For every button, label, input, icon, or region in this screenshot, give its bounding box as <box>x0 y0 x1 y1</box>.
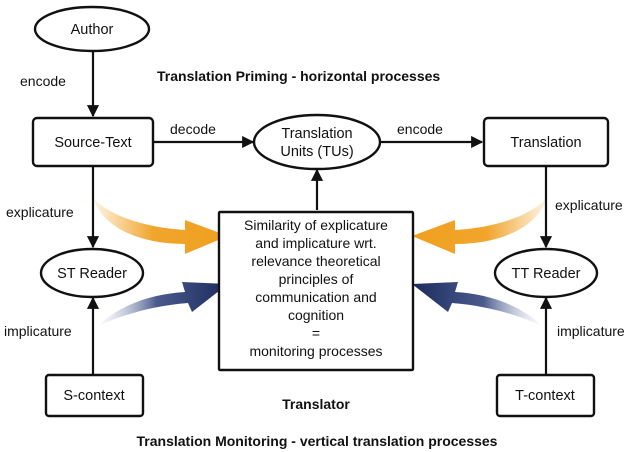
node-author-label: Author <box>71 22 114 38</box>
node-translation-label: Translation <box>510 135 581 151</box>
node-tt-reader-label: TT Reader <box>511 266 580 282</box>
label-encode-right: encode <box>397 121 443 137</box>
label-encode-left: encode <box>20 73 66 89</box>
title-priming: Translation Priming - horizontal process… <box>157 68 440 84</box>
monitoring-box: Similarity of explicature and implicatur… <box>217 210 415 372</box>
implicature-arrow-right <box>412 282 542 326</box>
node-author: Author <box>33 5 151 53</box>
node-source-text: Source-Text <box>31 116 155 168</box>
monitoring-line-7: = <box>312 325 320 341</box>
node-t-context-label: T-context <box>515 388 575 404</box>
node-translation-units-line2: Units (TUs) <box>280 144 353 160</box>
node-tt-reader: TT Reader <box>493 247 599 299</box>
explicature-arrow-right <box>412 198 547 254</box>
label-explicature-left: explicature <box>6 204 74 220</box>
monitoring-line-1: Similarity of explicature <box>244 217 388 233</box>
title-monitoring: Translation Monitoring - vertical transl… <box>137 433 498 449</box>
label-explicature-right: explicature <box>555 197 623 213</box>
node-st-reader-label: ST Reader <box>57 266 127 282</box>
monitoring-line-5: communication and <box>255 289 376 305</box>
label-decode: decode <box>170 121 216 137</box>
node-t-context: T-context <box>495 373 596 418</box>
monitoring-line-2: and implicature wrt. <box>255 235 376 251</box>
node-translation-units-line1: Translation <box>281 126 352 142</box>
label-implicature-right: implicature <box>557 323 625 339</box>
label-implicature-left: implicature <box>4 323 72 339</box>
monitoring-line-6: cognition <box>288 307 344 323</box>
node-s-context: S-context <box>44 373 145 418</box>
monitoring-line-3: relevance theoretical <box>251 253 380 269</box>
explicature-arrow-left <box>93 198 228 254</box>
node-source-text-label: Source-Text <box>54 135 131 151</box>
node-translation: Translation <box>482 116 610 168</box>
implicature-arrow-left <box>98 282 228 326</box>
monitoring-line-8: monitoring processes <box>249 343 382 359</box>
node-s-context-label: S-context <box>63 388 124 404</box>
monitoring-line-4: principles of <box>279 271 354 287</box>
node-translation-units: Translation Units (TUs) <box>252 113 382 171</box>
node-st-reader: ST Reader <box>39 247 145 299</box>
title-translator: Translator <box>282 396 350 412</box>
